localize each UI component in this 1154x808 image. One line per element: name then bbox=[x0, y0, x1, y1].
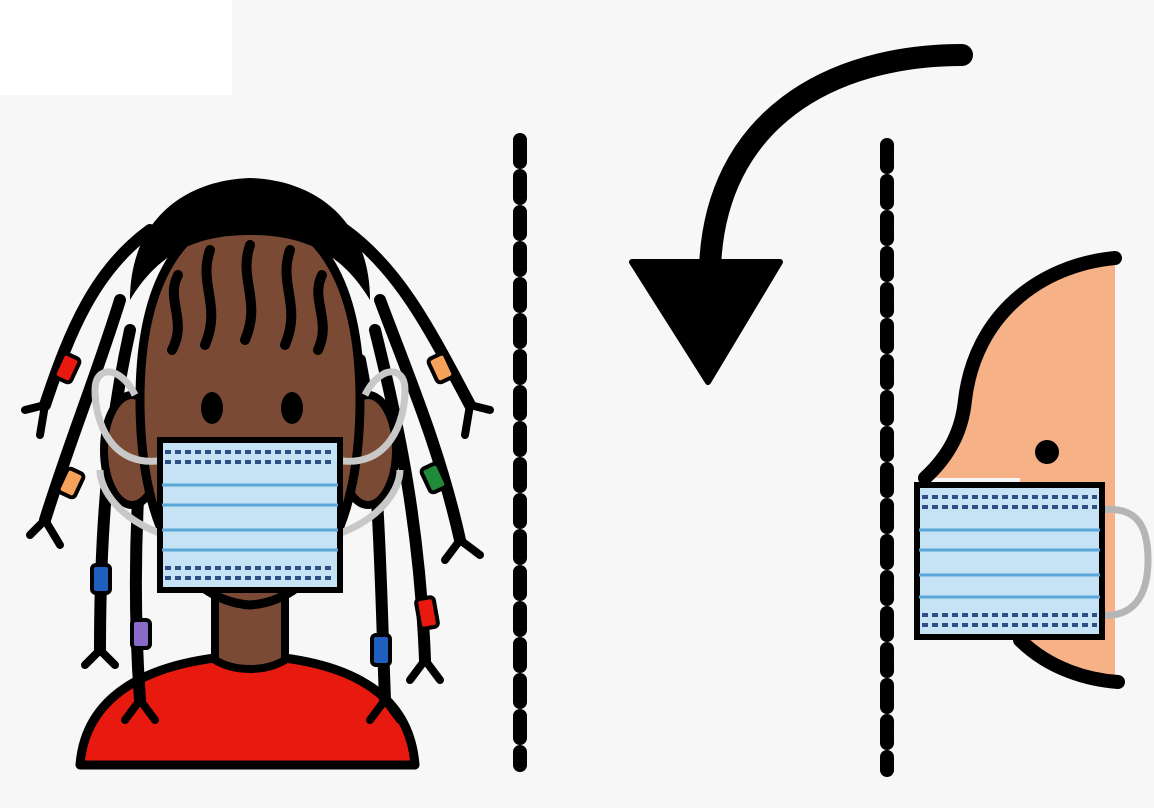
right-eye bbox=[281, 392, 303, 424]
front-mask bbox=[160, 440, 340, 590]
background-panel-top bbox=[232, 0, 1154, 100]
side-eye bbox=[1035, 440, 1059, 464]
side-mask bbox=[917, 485, 1102, 637]
left-eye bbox=[201, 392, 223, 424]
